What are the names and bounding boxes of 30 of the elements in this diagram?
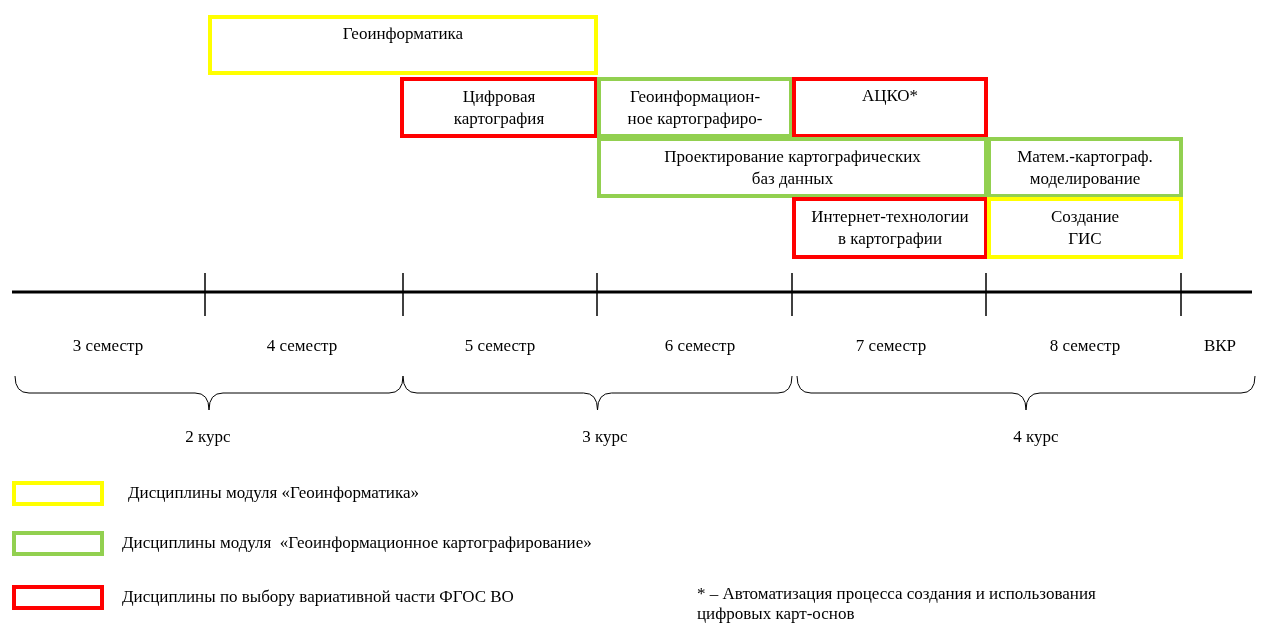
year-label: 3 курс — [582, 427, 628, 447]
legend-label: Дисциплины модуля «Геоинформационное картографирование» — [122, 533, 592, 553]
year-label: 4 курс — [1013, 427, 1059, 447]
course-name: Проектирование картографических баз данных — [663, 145, 922, 190]
semester-label: 5 семестр — [464, 336, 536, 356]
course-box — [597, 137, 988, 198]
legend-label: Дисциплины по выбору вариативной части ФГОС ВО — [122, 587, 514, 607]
course-box — [792, 197, 988, 259]
semester-label: 6 семестр — [664, 336, 736, 356]
legend-label: Дисциплины модуля «Геоинформатика» — [128, 483, 419, 503]
course-box — [987, 137, 1183, 198]
course-box — [400, 77, 598, 138]
course-name: Матем.-картограф. моделирование — [1016, 145, 1154, 190]
semester-label: ВКР — [1203, 336, 1237, 356]
footnote: * – Автоматизация процесса создания и использования цифровых карт-основ — [697, 584, 1097, 624]
course-box — [987, 197, 1183, 259]
course-name: АЦКО* — [861, 85, 919, 107]
semester-label: 3 семестр — [72, 336, 144, 356]
semester-label: 4 семестр — [266, 336, 338, 356]
course-name: Интернет-технологии в картографии — [810, 206, 970, 250]
course-name: Цифровая картография — [452, 85, 546, 130]
course-box — [208, 15, 598, 75]
semester-label: 7 семестр — [855, 336, 927, 356]
year-label: 2 курс — [185, 427, 231, 447]
course-name: Создание ГИС — [1049, 206, 1121, 250]
course-name: Геоинформатика — [342, 23, 464, 45]
course-name: Геоинформацион- ное картографиро- — [626, 85, 764, 130]
semester-label: 8 семестр — [1049, 336, 1121, 356]
course-box — [792, 77, 988, 138]
course-box — [597, 77, 793, 138]
